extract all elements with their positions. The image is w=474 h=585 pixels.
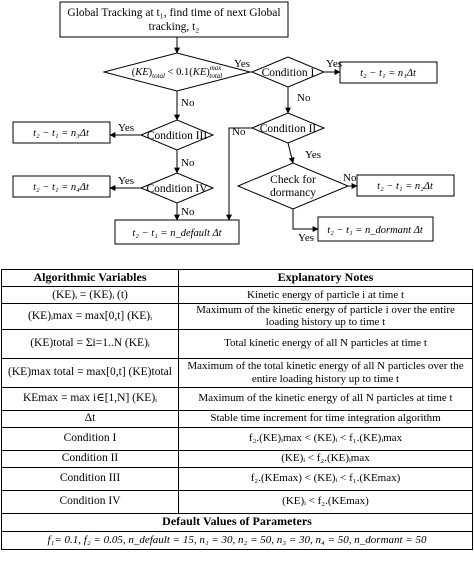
result-n4: t₂ − t₁ = n₄Δt bbox=[33, 182, 90, 193]
result-n3: t₂ − t₁ = n₃Δt bbox=[33, 128, 90, 139]
note-cell: (KE)ᵢ < f₂.(KEmax) bbox=[178, 489, 473, 514]
label-no-main: No bbox=[181, 97, 195, 109]
condition-2-label: Condition II bbox=[260, 123, 317, 135]
start-text-line-2: tracking, t₂ bbox=[149, 21, 200, 33]
condition-1-label: Condition I bbox=[262, 67, 315, 79]
result-dormant-box bbox=[317, 216, 434, 242]
table-row: KEmax = max i∈[1,N] (KE)ᵢ Maximum of the… bbox=[1, 386, 473, 411]
variable-cell: (KE)ᵢmax = max[0,t] (KE)ᵢ bbox=[1, 303, 179, 330]
result-n1: t₂ − t₁ = n₁Δt bbox=[360, 68, 417, 79]
variable-cell: Δt bbox=[1, 409, 179, 428]
note-cell: f₂.(KE)ᵢmax < (KE)ᵢ < f₁.(KE)ᵢmax bbox=[178, 426, 473, 451]
table-row: (KE)total = Σi=1..N (KE)ᵢ Total kinetic … bbox=[1, 328, 473, 359]
default-values: f₁= 0.1, f₂ = 0.05, n_default = 15, n₁ =… bbox=[1, 530, 473, 550]
table-row: Condition IV (KE)ᵢ < f₂.(KEmax) bbox=[1, 489, 473, 514]
note-cell: Maximum of the kinetic energy of particl… bbox=[178, 303, 473, 330]
condition-4-label: Condition IV bbox=[146, 183, 208, 195]
decision-condition-4 bbox=[139, 172, 215, 204]
variable-cell: (KE)total = Σi=1..N (KE)ᵢ bbox=[1, 328, 179, 359]
decision-condition-3 bbox=[139, 119, 215, 151]
variables-table: Algorithmic Variables Explanatory Notes … bbox=[1, 269, 473, 550]
label-no-cond2: No bbox=[232, 126, 246, 138]
start-box bbox=[59, 1, 289, 38]
label-yes-cond3: Yes bbox=[118, 122, 134, 134]
header-algorithmic-variables: Algorithmic Variables bbox=[1, 269, 179, 287]
note-cell: Kinetic energy of particle i at time t bbox=[178, 286, 473, 304]
table-row: (KE)max total = max[0,t] (KE)total Maxim… bbox=[1, 357, 473, 388]
note-cell: Maximum of the kinetic energy of all N p… bbox=[178, 386, 473, 411]
note-cell: f₂.(KEmax) < (KE)ᵢ < f₁.(KEmax) bbox=[178, 466, 473, 491]
note-cell: Total kinetic energy of all N particles … bbox=[178, 328, 473, 359]
table-row: Condition III f₂.(KEmax) < (KE)ᵢ < f₁.(K… bbox=[1, 466, 473, 491]
dormancy-label-line-1: Check for bbox=[270, 174, 316, 186]
table-row: Condition I f₂.(KE)ᵢmax < (KE)ᵢ < f₁.(KE… bbox=[1, 426, 473, 451]
variable-cell: Condition II bbox=[1, 449, 179, 468]
result-default: t₂ − t₁ = n_default Δt bbox=[132, 228, 222, 239]
variable-cell: (KE)ᵢ = (KE)ᵢ (t) bbox=[1, 286, 179, 304]
label-yes-cond1: Yes bbox=[326, 58, 342, 70]
label-no-cond4: No bbox=[181, 206, 195, 218]
variable-cell: KEmax = max i∈[1,N] (KE)ᵢ bbox=[1, 386, 179, 411]
flowchart: Global Tracking at t₁, find time of next… bbox=[12, 1, 455, 245]
header-explanatory-notes: Explanatory Notes bbox=[178, 269, 473, 287]
default-values-title: Default Values of Parameters bbox=[1, 512, 473, 532]
label-no-cond3: No bbox=[181, 157, 195, 169]
label-yes-cond4: Yes bbox=[118, 175, 134, 187]
dormancy-label-line-2: dormancy bbox=[270, 187, 316, 199]
decision-condition-2 bbox=[250, 112, 326, 144]
result-dormant: t₂ − t₁ = n_dormant Δt bbox=[327, 225, 424, 236]
table-row: (KE)ᵢmax = max[0,t] (KE)ᵢ Maximum of the… bbox=[1, 303, 473, 330]
decision-dormancy bbox=[236, 162, 350, 210]
table-row: Δt Stable time increment for time integr… bbox=[1, 409, 473, 428]
start-text-line-1: Global Tracking at t₁, find time of next… bbox=[67, 7, 280, 19]
variable-cell: Condition I bbox=[1, 426, 179, 451]
table-header-row: Algorithmic Variables Explanatory Notes bbox=[1, 269, 473, 287]
note-cell: Maximum of the total kinetic energy of a… bbox=[178, 357, 473, 388]
table-row: Condition II (KE)ᵢ < f₂.(KE)ᵢmax bbox=[1, 449, 473, 468]
label-no-dormancy: No bbox=[343, 172, 357, 184]
variable-cell: Condition IV bbox=[1, 489, 179, 514]
condition-3-label: Condition III bbox=[147, 130, 208, 142]
label-yes-cond2: Yes bbox=[305, 149, 321, 161]
label-no-cond1: No bbox=[297, 92, 311, 104]
default-values-title-row: Default Values of Parameters bbox=[1, 512, 473, 532]
label-yes-main: Yes bbox=[234, 58, 250, 70]
note-cell: (KE)ᵢ < f₂.(KE)ᵢmax bbox=[178, 449, 473, 468]
variable-cell: Condition III bbox=[1, 466, 179, 491]
variable-cell: (KE)max total = max[0,t] (KE)total bbox=[1, 357, 179, 388]
default-values-row: f₁= 0.1, f₂ = 0.05, n_default = 15, n₁ =… bbox=[1, 530, 473, 550]
note-cell: Stable time increment for time integrati… bbox=[178, 409, 473, 428]
result-n2: t₂ − t₁ = n₂Δt bbox=[377, 181, 434, 192]
label-yes-dormancy: Yes bbox=[298, 232, 314, 244]
table-row: (KE)ᵢ = (KE)ᵢ (t) Kinetic energy of part… bbox=[1, 286, 473, 304]
